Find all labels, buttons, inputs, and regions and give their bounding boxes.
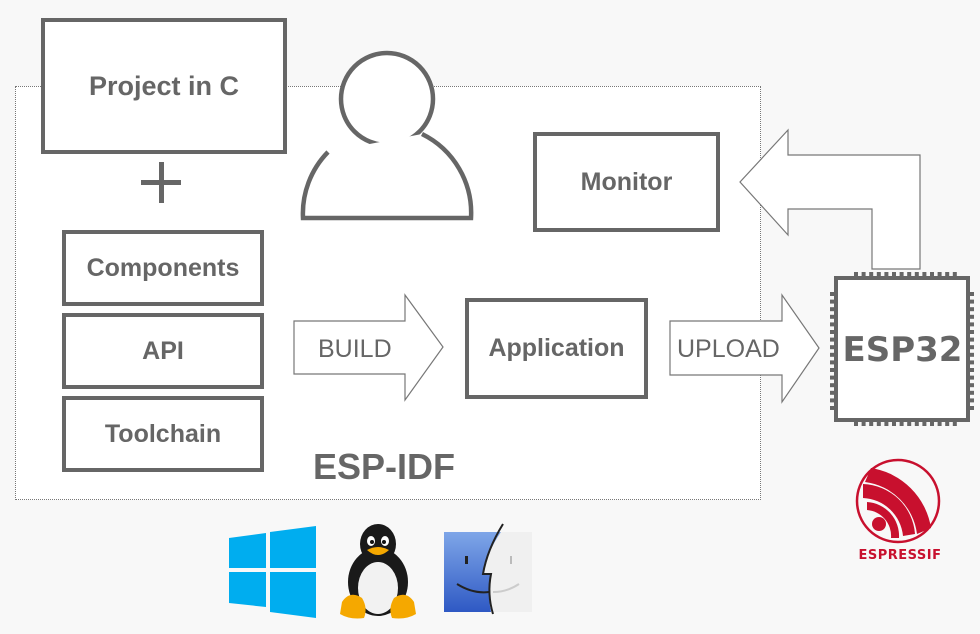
- upload-label: UPLOAD: [677, 335, 780, 363]
- chip-pin: [830, 337, 838, 342]
- chip-pin: [830, 345, 838, 350]
- chip-pin: [869, 272, 874, 280]
- chip-pin: [830, 360, 838, 365]
- chip-pin: [966, 337, 974, 342]
- chip-pin: [884, 272, 889, 280]
- chip-pin: [922, 272, 927, 280]
- toolchain-box: Toolchain: [62, 396, 264, 472]
- chip-pin: [907, 272, 912, 280]
- components-box: Components: [62, 230, 264, 306]
- chip-pin: [966, 307, 974, 312]
- chip-pin: [899, 418, 904, 426]
- monitor-box: Monitor: [533, 132, 720, 232]
- chip-pin: [830, 375, 838, 380]
- chip-pin: [966, 292, 974, 296]
- toolchain-label: Toolchain: [104, 419, 222, 448]
- plus-icon: [141, 162, 181, 203]
- chip-pin: [892, 418, 896, 426]
- windows-icon: [229, 526, 316, 618]
- chip-pin: [945, 418, 950, 426]
- chip-pin: [830, 307, 838, 312]
- chip-pin: [937, 418, 942, 426]
- chip-pin: [966, 406, 974, 410]
- chip-pin: [854, 272, 858, 280]
- chip-pin: [861, 272, 866, 280]
- chip-pin: [854, 418, 858, 426]
- project-in-c-label: Project in C: [88, 70, 240, 101]
- chip-pin: [830, 352, 838, 357]
- monitor-feedback-arrow: [739, 128, 921, 270]
- application-label: Application: [488, 334, 625, 362]
- linux-tux-icon: [340, 524, 416, 619]
- chip-pin: [892, 272, 896, 280]
- chip-pin: [907, 418, 912, 426]
- esp32-label: ESP32: [842, 330, 963, 370]
- chip-pin: [966, 368, 974, 372]
- chip-pin: [884, 418, 889, 426]
- chip-pin: [869, 418, 874, 426]
- chip-pin: [830, 322, 838, 327]
- build-label: BUILD: [318, 335, 392, 363]
- chip-pin: [966, 345, 974, 350]
- chip-pin: [876, 272, 881, 280]
- chip-pin: [861, 418, 866, 426]
- chip-pin: [830, 292, 838, 296]
- chip-pin: [966, 383, 974, 388]
- chip-pin: [830, 314, 838, 319]
- chip-pin: [966, 352, 974, 357]
- chip-pin: [966, 322, 974, 327]
- chip-pin: [914, 418, 919, 426]
- chip-pin: [914, 272, 919, 280]
- chip-pin: [966, 375, 974, 380]
- api-label: API: [142, 336, 184, 365]
- chip-pin: [945, 272, 950, 280]
- upload-arrow: [669, 293, 820, 404]
- chip-pin: [930, 272, 934, 280]
- monitor-label: Monitor: [580, 167, 673, 196]
- esp32-chip-icon: [830, 272, 974, 426]
- chip-pin: [922, 418, 927, 426]
- chip-pin: [876, 418, 881, 426]
- components-label: Components: [86, 253, 240, 282]
- espressif-brand-label: ESPRESSIF: [858, 548, 942, 563]
- chip-pin: [830, 368, 838, 372]
- build-arrow: [293, 293, 444, 402]
- chip-pin: [952, 418, 957, 426]
- chip-pin: [937, 272, 942, 280]
- chip-pin: [966, 360, 974, 365]
- chip-pin: [830, 390, 838, 395]
- chip-pin: [966, 314, 974, 319]
- chip-pin: [966, 390, 974, 395]
- application-box: Application: [465, 298, 648, 399]
- user-icon: [300, 50, 474, 221]
- macos-finder-icon: [444, 523, 532, 615]
- chip-pin: [830, 299, 838, 304]
- api-box: API: [62, 313, 264, 389]
- chip-pin: [966, 330, 974, 334]
- chip-pin: [966, 299, 974, 304]
- chip-pin: [966, 398, 974, 403]
- chip-pin: [830, 383, 838, 388]
- chip-pin: [830, 406, 838, 410]
- espressif-logo-icon: [855, 458, 941, 544]
- chip-pin: [899, 272, 904, 280]
- chip-pin: [830, 330, 838, 334]
- esp-idf-label: ESP-IDF: [313, 446, 456, 487]
- chip-pin: [952, 272, 957, 280]
- chip-pin: [930, 418, 934, 426]
- chip-pin: [830, 398, 838, 403]
- project-in-c-box: Project in C: [41, 18, 287, 154]
